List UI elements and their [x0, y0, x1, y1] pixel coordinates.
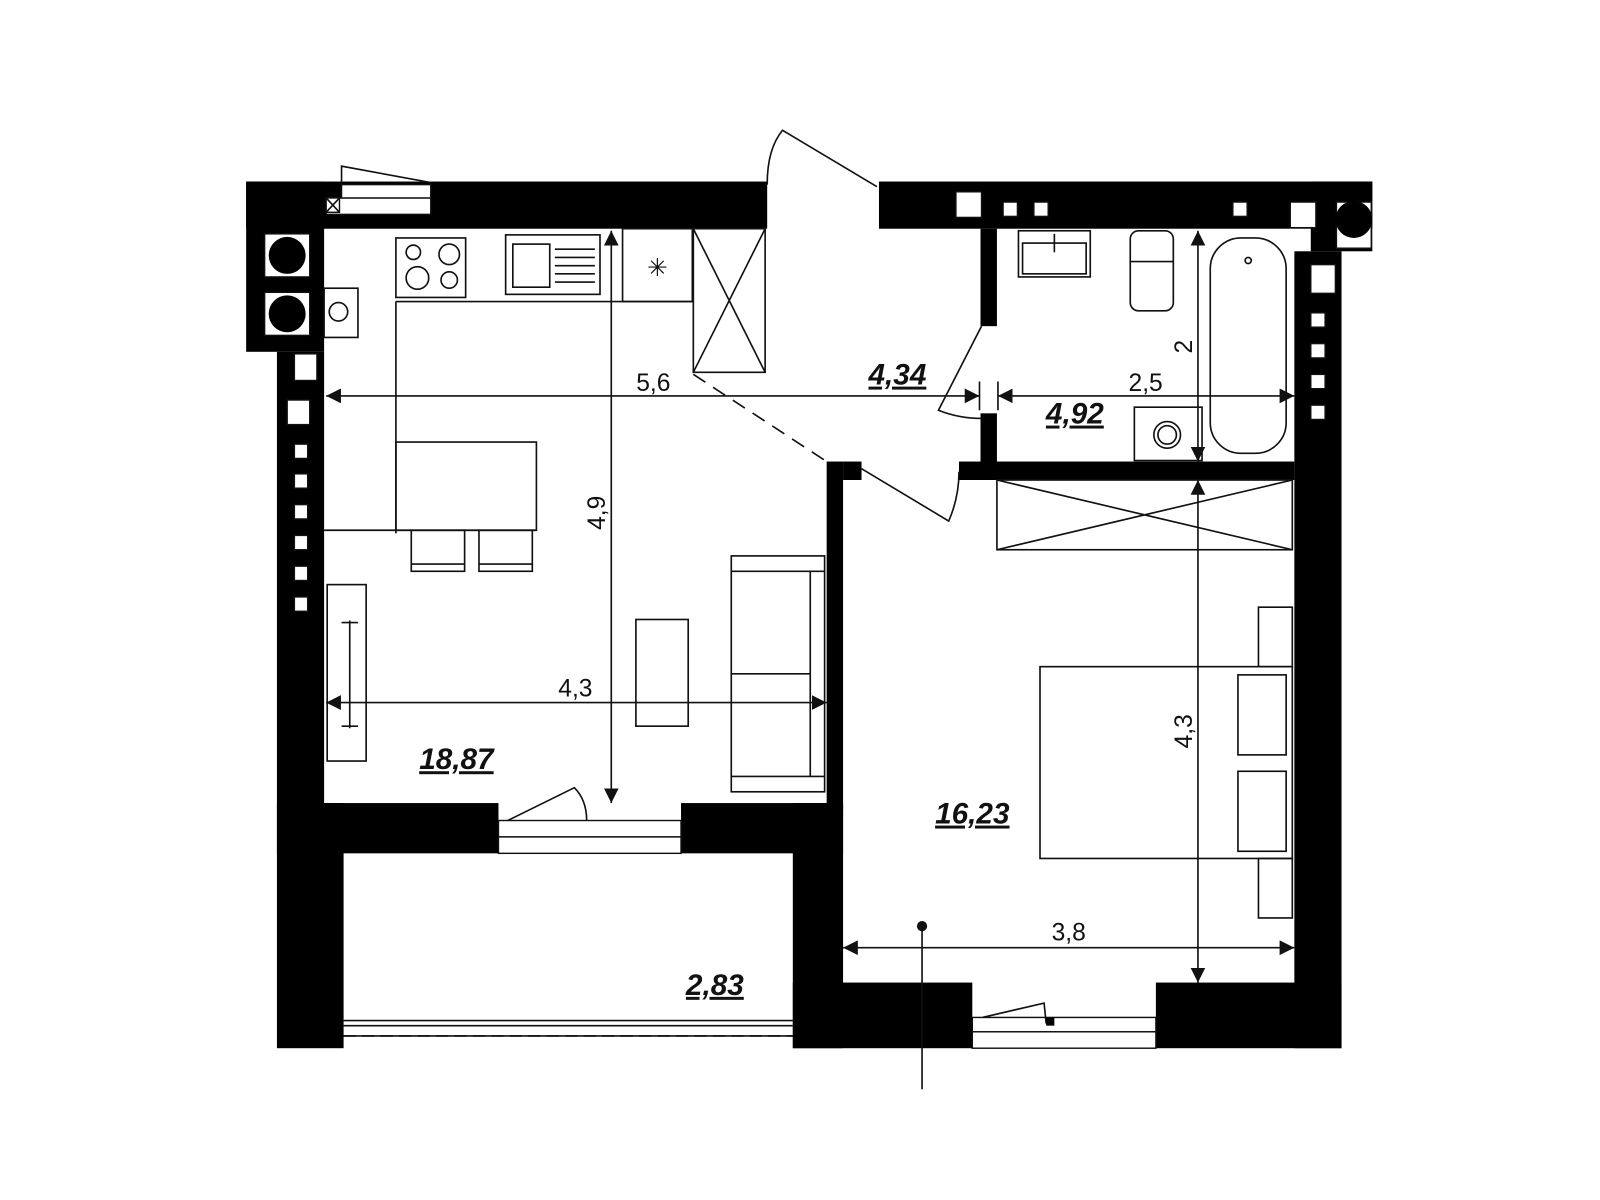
- furniture: ✳: [323, 227, 1294, 1090]
- windows: [325, 165, 1157, 1049]
- area-kitchen-living: 18,87: [419, 743, 495, 776]
- walls: [246, 181, 1373, 1049]
- dim-bath-width: 2,5: [1129, 370, 1163, 397]
- dimension-lines: [326, 230, 1295, 983]
- wall-shafts: [263, 191, 1373, 612]
- dim-bedroom-depth: 4,3: [1171, 714, 1198, 748]
- dim-bath-depth: 2: [1171, 340, 1198, 354]
- area-bedroom: 16,23: [935, 798, 1010, 831]
- dim-kitchen-width-bottom: 4,3: [558, 675, 592, 702]
- dim-kitchen-width-top: 5,6: [636, 370, 670, 397]
- dim-bedroom-width: 3,8: [1052, 920, 1086, 947]
- svg-text:✳: ✳: [647, 255, 668, 282]
- area-hall: 4,34: [867, 359, 926, 392]
- area-balcony: 2,83: [685, 969, 744, 1002]
- area-bathroom: 4,92: [1045, 398, 1104, 431]
- dim-kitchen-depth: 4,9: [584, 496, 611, 530]
